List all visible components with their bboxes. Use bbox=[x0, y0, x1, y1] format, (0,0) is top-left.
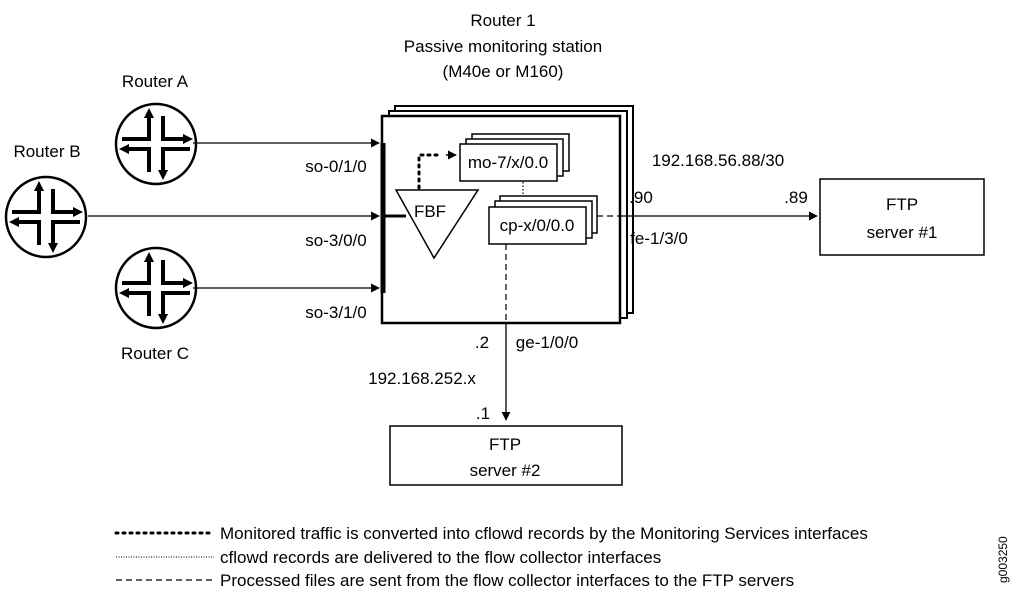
router-b: Router B bbox=[4, 142, 88, 259]
so-a-label: so-0/1/0 bbox=[305, 157, 366, 176]
station-title-line-3: (M40e or M160) bbox=[443, 62, 564, 81]
legend-text-3: Processed files are sent from the flow c… bbox=[220, 571, 794, 590]
fbf-filter: FBF bbox=[394, 189, 480, 260]
mo-interface: mo-7/x/0.0 bbox=[459, 133, 570, 182]
station-title: Router 1 Passive monitoring station (M40… bbox=[404, 11, 602, 81]
so-c-label: so-3/1/0 bbox=[305, 303, 366, 322]
router-c-label: Router C bbox=[121, 344, 189, 363]
host-2-label: .2 bbox=[475, 333, 489, 352]
fe-label: fe-1/3/0 bbox=[630, 229, 688, 248]
subnet-2-label: 192.168.252.x bbox=[368, 369, 476, 388]
router-b-icon bbox=[4, 175, 88, 259]
host-1-label: .1 bbox=[476, 404, 490, 423]
legend-text-1: Monitored traffic is converted into cflo… bbox=[220, 524, 868, 543]
mo-label: mo-7/x/0.0 bbox=[468, 153, 548, 172]
legend: Monitored traffic is converted into cflo… bbox=[114, 524, 868, 590]
ftp-1-line-1: FTP bbox=[886, 195, 918, 214]
router-a-label: Router A bbox=[122, 72, 189, 91]
ftp-1-line-2: server #1 bbox=[867, 223, 938, 242]
host-90-label: .90 bbox=[629, 188, 653, 207]
station-title-line-2: Passive monitoring station bbox=[404, 37, 602, 56]
router-b-label: Router B bbox=[13, 142, 80, 161]
ftp-server-2: FTP server #2 bbox=[389, 425, 623, 486]
ftp-server-1: FTP server #1 bbox=[819, 178, 985, 256]
fbf-label: FBF bbox=[414, 202, 446, 221]
station-title-line-1: Router 1 bbox=[470, 11, 535, 30]
router-a-icon bbox=[114, 102, 198, 186]
host-89-label: .89 bbox=[784, 188, 808, 207]
ftp-2-line-1: FTP bbox=[489, 435, 521, 454]
router-a: Router A bbox=[114, 72, 198, 186]
monitored-traffic-path bbox=[417, 153, 444, 190]
legend-text-2: cflowd records are delivered to the flow… bbox=[220, 548, 661, 567]
ge-label: ge-1/0/0 bbox=[516, 333, 578, 352]
so-b-label: so-3/0/0 bbox=[305, 231, 366, 250]
figure-id: g003250 bbox=[996, 536, 1010, 583]
ftp-2-line-2: server #2 bbox=[470, 461, 541, 480]
router-c: Router C bbox=[114, 246, 198, 363]
subnet-1-label: 192.168.56.88/30 bbox=[652, 151, 784, 170]
cp-interface: cp-x/0/0.0 bbox=[488, 195, 598, 245]
cp-label: cp-x/0/0.0 bbox=[500, 216, 575, 235]
router-c-icon bbox=[114, 246, 198, 330]
